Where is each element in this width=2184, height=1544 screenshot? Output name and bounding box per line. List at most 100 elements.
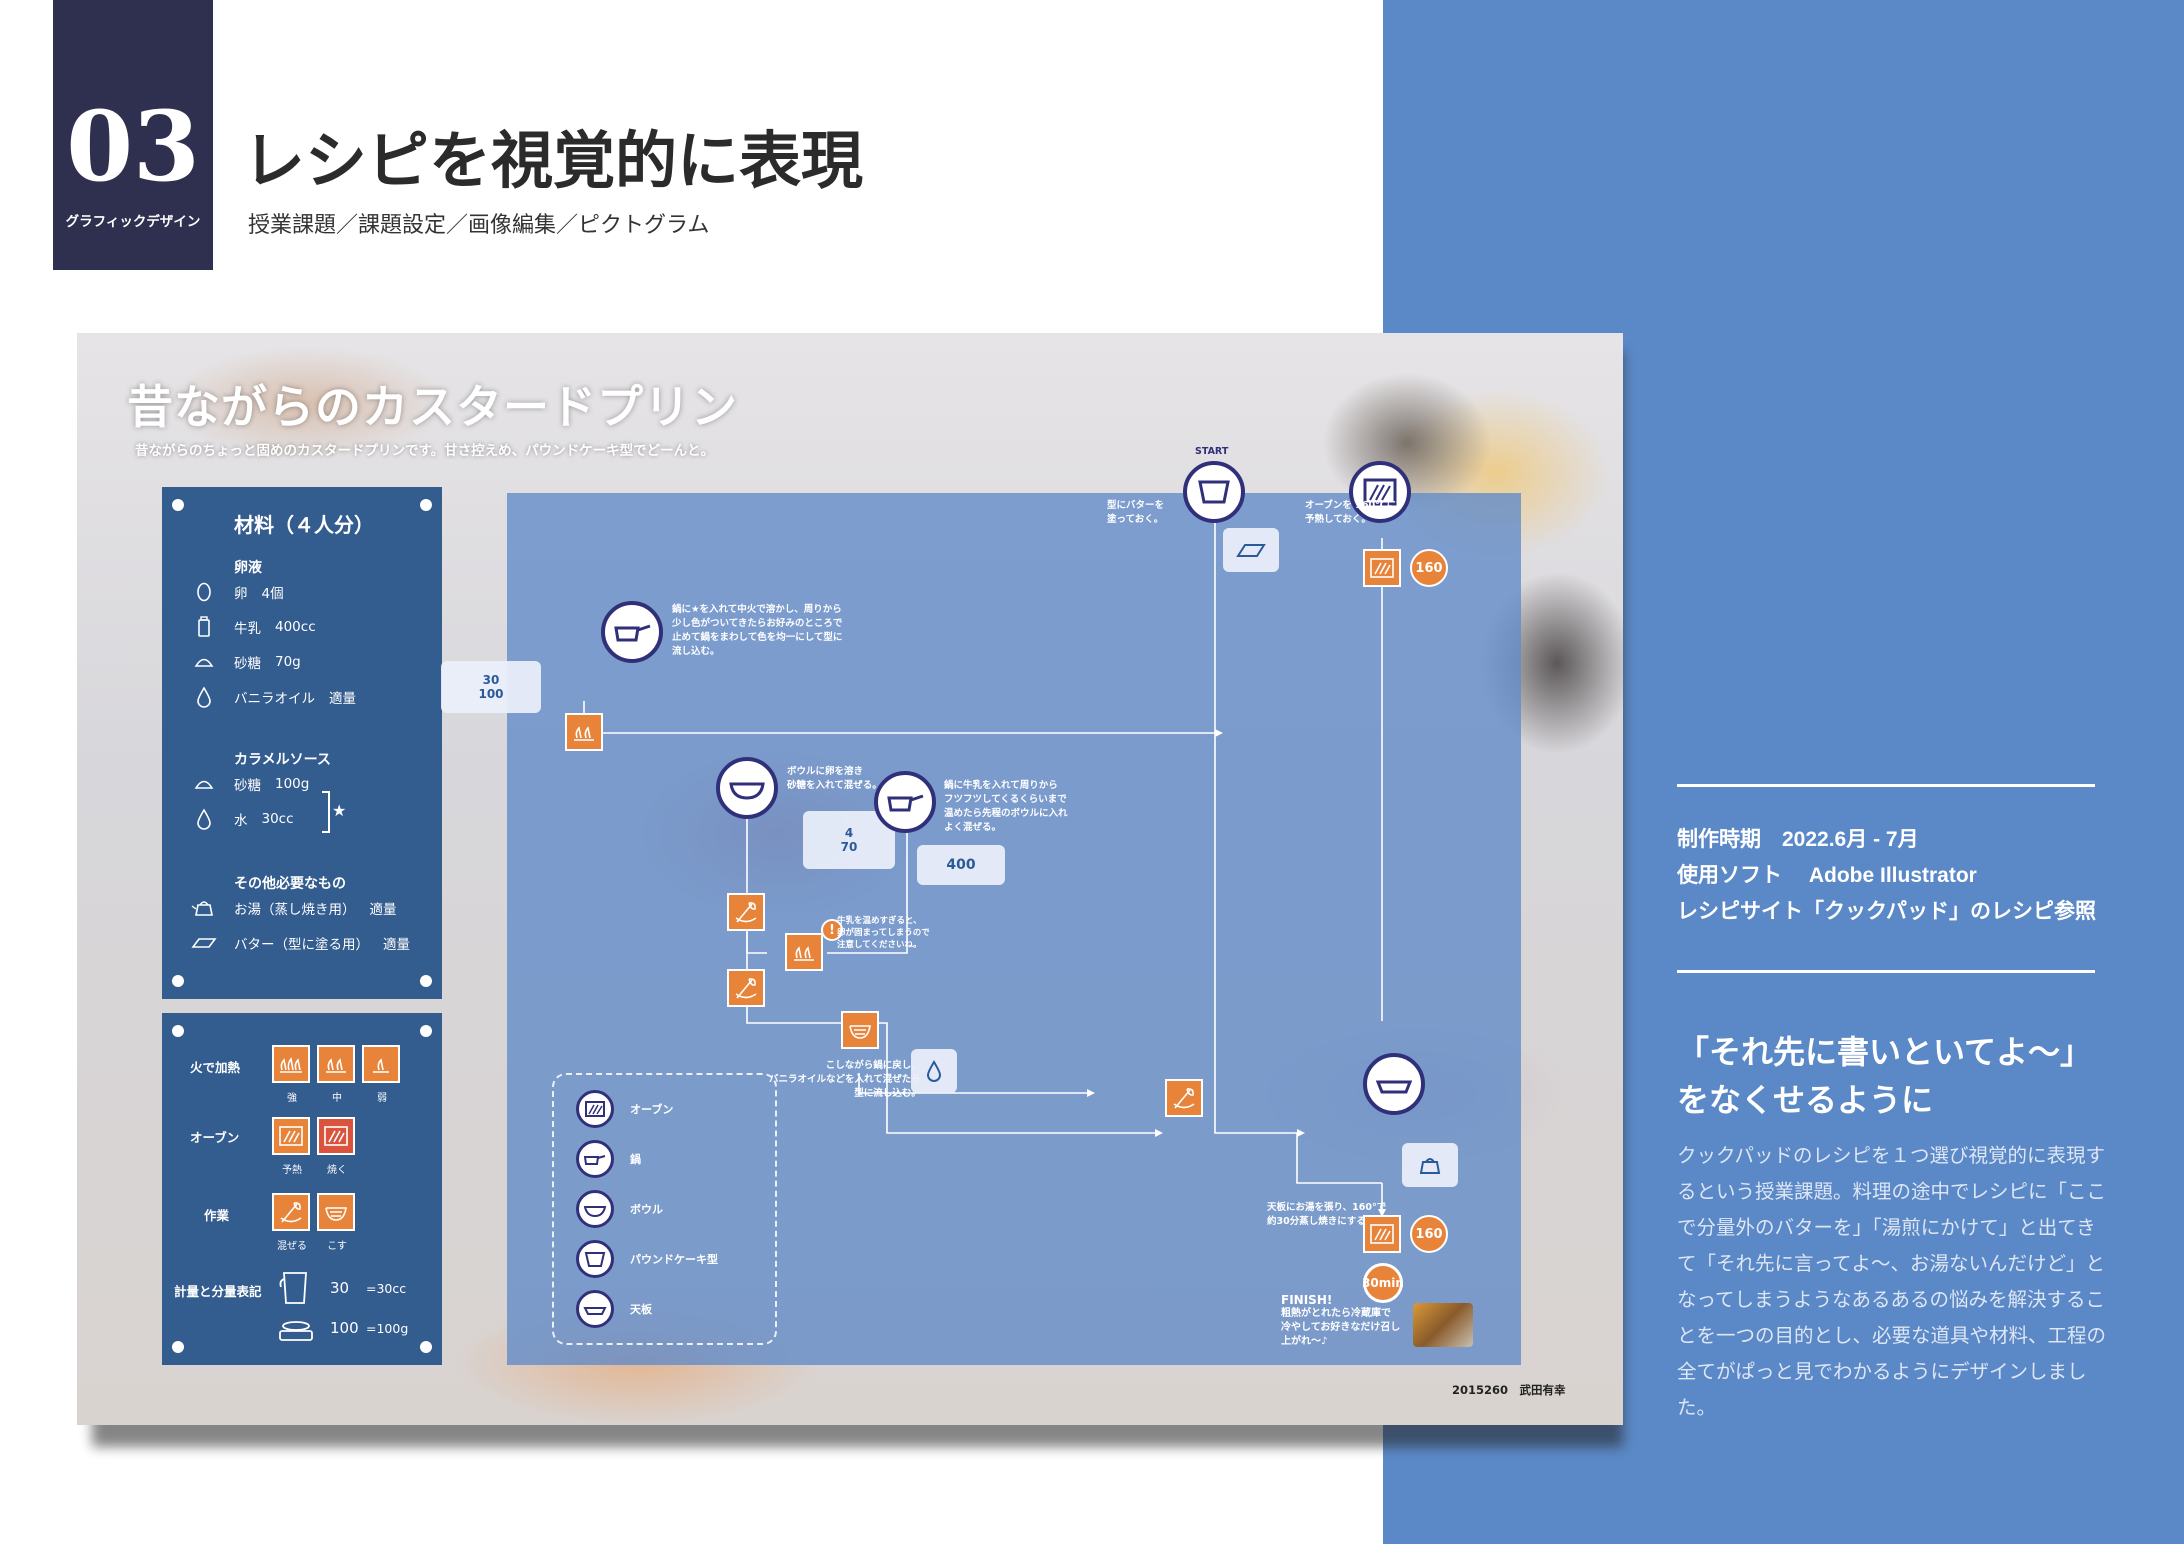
note-milk: 鍋に牛乳を入れて周りから フツフツしてくるくらいまで 温めたら先程のボウルに入れ… xyxy=(944,780,1068,833)
note-strain: こしながら鍋に戻し、 バニラオイルなどを入れて混ぜたら 型に流し込む。 xyxy=(769,1060,921,1099)
legend-caption: 弱 xyxy=(377,1093,387,1104)
divider-top xyxy=(1677,784,2095,787)
flame-strong-icon xyxy=(272,1045,310,1083)
legend-oven-label: オーブン xyxy=(190,1130,240,1145)
oven-temp-badge: 160 xyxy=(1410,549,1448,587)
legend-caption: 焼く xyxy=(327,1165,347,1176)
page-subtitle: 授業課題／課題設定／画像編集／ピクトグラム xyxy=(248,213,710,238)
oven-icon xyxy=(1349,461,1411,523)
ingredient-amount: 70g xyxy=(275,654,301,670)
measure-value: 30 xyxy=(330,1279,350,1297)
strain-step xyxy=(841,1011,879,1049)
key-row: パウンドケーキ型 xyxy=(576,1239,718,1279)
ingredient-name: バニラオイル xyxy=(234,691,315,707)
legend-heat-label: 火で加熱 xyxy=(190,1060,241,1075)
caramel-bracket xyxy=(322,791,330,833)
whisk-icon xyxy=(272,1193,310,1231)
concept-heading: 「それ先に書いといてよ〜」 をなくせるように xyxy=(1677,1028,2092,1124)
ingredient-name: 砂糖 xyxy=(234,778,261,794)
caramel-bubble: 30 100 xyxy=(441,661,541,713)
ingredient-name: 卵 xyxy=(234,586,248,602)
finish-note: FINISH! 粗熱がとれたら冷蔵庫で 冷やしてお好きなだけ召し 上がれ〜♪ xyxy=(1281,1293,1400,1349)
flame-medium-icon xyxy=(317,1045,355,1083)
legend-work-label: 作業 xyxy=(204,1208,230,1223)
process-flow: START 型にバターを 塗っておく。 オーブンを 160℃に 予熱しておく。 … xyxy=(441,446,1521,1365)
ingredient-row: 卵 4個 xyxy=(190,579,284,605)
ingredient-amount: 適量 xyxy=(383,937,410,953)
bubble-value: 70 xyxy=(840,840,858,854)
meta-period: 制作時期 2022.6月 - 7月 xyxy=(1677,828,1919,851)
divider-bottom xyxy=(1677,970,2095,973)
warning-icon: ! xyxy=(821,919,843,941)
ingredient-row: 砂糖 100g xyxy=(190,771,309,797)
note-mold: 型にバターを 塗っておく。 xyxy=(1107,500,1165,525)
card-rivet xyxy=(172,1341,184,1353)
butter-bubble xyxy=(1223,528,1279,572)
legend-caption: こす xyxy=(327,1241,347,1252)
milk-icon xyxy=(190,616,218,638)
ingredient-amount: 適量 xyxy=(329,691,356,707)
pudding-photo xyxy=(1413,1303,1473,1347)
pan-icon xyxy=(576,1140,614,1178)
card-rivet xyxy=(172,499,184,511)
section-number-box: 03 グラフィックデザイン xyxy=(53,0,213,270)
measure-equivalent: =30cc xyxy=(366,1281,407,1296)
key-row: ボウル xyxy=(576,1189,663,1229)
bubble-value: 400 xyxy=(946,857,976,873)
oven-icon xyxy=(576,1090,614,1128)
mix-step xyxy=(727,893,765,931)
pound-cake-mold-icon xyxy=(1183,461,1245,523)
bubble-value: 30 xyxy=(482,673,500,687)
ingredient-row: 砂糖 70g xyxy=(190,649,301,675)
pan-icon xyxy=(874,771,936,833)
card-rivet xyxy=(420,1025,432,1037)
mix-step xyxy=(727,969,765,1007)
oven-preheat-step xyxy=(1363,549,1401,587)
milk-bubble: 400 xyxy=(917,845,1005,885)
bubble-value: 4 xyxy=(844,826,854,840)
ingredient-name: 牛乳 xyxy=(234,621,261,637)
concept-body: クックパッドのレシピを１つ選び視覚的に表現するという授業課題。料理の途中でレシピ… xyxy=(1677,1144,2107,1419)
ingredient-name: 水 xyxy=(234,813,248,829)
finish-text: 粗熱がとれたら冷蔵庫で 冷やしてお好きなだけ召し 上がれ〜♪ xyxy=(1281,1308,1401,1347)
caramel-section-title: カラメルソース xyxy=(234,752,331,768)
vanilla-drop-icon xyxy=(190,686,218,708)
ingredients-title: 材料（４人分） xyxy=(234,513,374,537)
bubble-value: 100 xyxy=(478,687,504,701)
card-rivet xyxy=(420,1341,432,1353)
flame-weak-icon xyxy=(362,1045,400,1083)
strainer-icon xyxy=(317,1193,355,1231)
key-row: 鍋 xyxy=(576,1139,641,1179)
key-label: ボウル xyxy=(630,1203,663,1216)
pound-cake-mold-icon xyxy=(576,1240,614,1278)
scale-icon xyxy=(278,1317,314,1343)
tray-icon xyxy=(1363,1053,1425,1115)
equipment-key: オーブン 鍋 ボウル パウンドケーキ型 天板 xyxy=(552,1073,777,1345)
tray-icon xyxy=(576,1290,614,1328)
egg-section-title: 卵液 xyxy=(234,560,262,576)
measure-value: 100 xyxy=(330,1319,359,1337)
other-section-title: その他必要なもの xyxy=(234,876,346,892)
ingredient-name: 砂糖 xyxy=(234,656,261,672)
project-meta: 制作時期 2022.6月 - 7月 使用ソフト Adobe Illustrato… xyxy=(1677,822,2096,930)
ingredient-amount: 適量 xyxy=(369,902,397,918)
section-number: 03 xyxy=(66,90,200,203)
legend-card: 火で加熱 強 中 弱 オーブン 予熱 焼く 作業 混ぜる こす 計量と分量表記 … xyxy=(162,1013,442,1365)
legend-caption: 混ぜる xyxy=(277,1241,307,1252)
key-label: オーブン xyxy=(630,1103,674,1116)
kettle-bubble xyxy=(1402,1143,1458,1187)
ingredient-row: 水 30cc xyxy=(190,806,294,832)
egg-icon xyxy=(190,581,218,603)
ingredient-amount: 100g xyxy=(275,776,310,792)
butter-icon xyxy=(190,932,218,954)
legend-caption: 予熱 xyxy=(282,1165,302,1176)
ingredients-card: 材料（４人分） 卵液 卵 4個 牛乳 400cc 砂糖 70g バニラオイル 適… xyxy=(162,487,442,999)
meta-software: 使用ソフト Adobe Illustrator xyxy=(1677,864,1977,887)
card-rivet xyxy=(420,499,432,511)
note-bake: 天板にお湯を張り、160°で 約30分蒸し焼きにする。 xyxy=(1267,1202,1387,1227)
card-rivet xyxy=(172,1025,184,1037)
legend-measure-label: 計量と分量表記 xyxy=(174,1284,262,1299)
ingredient-row: バター（型に塗る用） 適量 xyxy=(190,930,410,956)
key-label: パウンドケーキ型 xyxy=(630,1253,718,1266)
legend-caption: 中 xyxy=(332,1093,342,1104)
